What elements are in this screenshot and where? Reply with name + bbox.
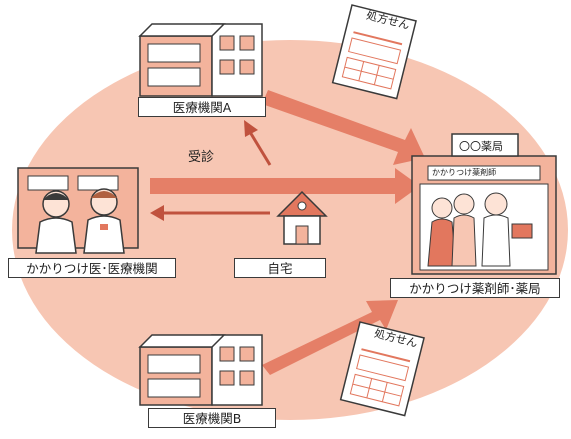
hospital-a-label: 医療機関A: [138, 97, 266, 117]
arrow-hospital-b-to-pharmacy: [262, 300, 398, 375]
family-doctor-label: かかりつけ医･医療機関: [8, 258, 176, 278]
visit-label: 受診: [188, 150, 215, 165]
arrow-doctor-to-pharmacy: [150, 168, 420, 204]
home-label: 自宅: [234, 258, 326, 278]
doctor-nurse-icon: [17, 167, 139, 254]
prescription-icon: [331, 4, 417, 100]
arrow-home-to-hospital-a: [244, 120, 272, 166]
house-icon: [276, 190, 328, 245]
pharmacy-icon: [411, 133, 557, 275]
pharmacy-banner: かかりつけ薬剤師: [432, 168, 497, 177]
hospital-building-icon: [138, 334, 263, 406]
arrow-home-to-doctor: [150, 205, 270, 221]
prescription-icon: [339, 321, 425, 417]
pharmacist-label: かかりつけ薬剤師･薬局: [390, 278, 560, 298]
hospital-building-icon: [138, 23, 263, 97]
arrow-hospital-a-to-pharmacy: [262, 90, 425, 165]
pharmacy-sign: 〇〇薬局: [459, 140, 503, 153]
hospital-b-label: 医療機関B: [148, 408, 276, 428]
